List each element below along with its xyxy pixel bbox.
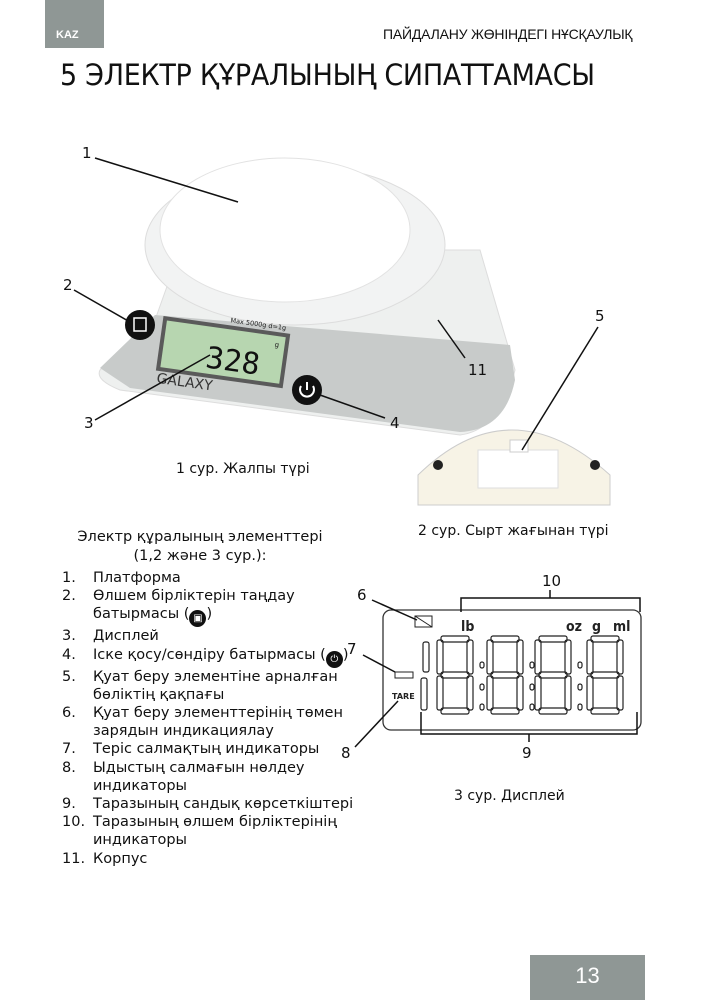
callout-2: 2 — [63, 276, 73, 294]
item-number: 5. — [62, 668, 76, 685]
unit-oz: oz — [566, 619, 582, 635]
heading-line-1: Электр құралының элементтері — [77, 529, 323, 545]
item-number: 10. — [62, 814, 86, 831]
list-item: 1. Платформа — [62, 569, 362, 587]
item-text: Қуат беру элементіне арналған бөліктің қ… — [93, 668, 362, 704]
list-item: 3. Дисплей — [62, 627, 362, 645]
display-diagram: TARE lb oz g ml 10 6 7 8 9 — [341, 572, 642, 762]
list-item: 8. Ыдыстың салмағын нөлдеу индикаторы — [62, 759, 362, 795]
item-text: Таразының сандық көрсеткіштері — [93, 795, 353, 813]
item-text: Дисплей — [93, 627, 159, 645]
callout-3: 3 — [84, 414, 94, 432]
list-item: 6. Қуат беру элементтерінің төмен зарядын… — [62, 704, 362, 740]
callout-1: 1 — [82, 144, 92, 162]
item-suffix: ) — [206, 606, 213, 623]
item-label: Қуат беру элементтерінің төмен зарядын и… — [93, 705, 343, 740]
callout-8: 8 — [341, 744, 351, 762]
item-suffix: ) — [342, 646, 349, 663]
battery-cover — [477, 449, 559, 489]
item-text: Платформа — [93, 569, 181, 587]
unit-lb: lb — [461, 619, 474, 635]
item-number: 9. — [62, 796, 76, 813]
item-number: 3. — [62, 628, 76, 645]
item-label: Корпус — [93, 850, 148, 867]
item-label: Ыдыстың салмағын нөлдеу индикаторы — [93, 759, 305, 794]
tare-indicator: TARE — [392, 692, 415, 701]
item-number: 11. — [62, 850, 86, 867]
figure3-caption: 3 сур. Дисплей — [454, 788, 565, 804]
item-text: Қуат беру элементтерінің төмен зарядын и… — [93, 704, 362, 740]
list-item: 2. Өлшем бірліктерін таңдау батырмасы (▣) — [62, 587, 362, 628]
item-number: 7. — [62, 741, 76, 758]
callout-6: 6 — [357, 586, 367, 604]
list-item: 5. Қуат беру элементіне арналған бөліктің… — [62, 668, 362, 704]
callout-9: 9 — [522, 744, 532, 762]
language-tab: KAZ — [45, 0, 104, 48]
list-item: 7. Теріс салмақтың индикаторы — [62, 740, 362, 758]
scale-back-illustration: 5 — [417, 307, 611, 506]
item-label: Теріс салмақтың индикаторы — [93, 741, 320, 758]
callout-11: 11 — [468, 361, 487, 379]
item-number: 8. — [62, 759, 76, 776]
callout-5: 5 — [595, 307, 605, 325]
list-item: 4. Іске қосу/сөндіру батырмасы (⏻) — [62, 646, 362, 668]
unit-ml: ml — [613, 619, 630, 635]
figure2-caption: 2 сур. Сырт жағынан түрі — [418, 523, 609, 539]
list-item: 10. Таразының өлшем бірліктерінің индикат… — [62, 813, 362, 849]
item-label: Қуат беру элементіне арналған бөліктің қ… — [93, 668, 338, 703]
list-item: 9. Таразының сандық көрсеткіштері — [62, 795, 362, 813]
item-label: Таразының сандық көрсеткіштері — [93, 796, 354, 813]
item-text: Іске қосу/сөндіру батырмасы (⏻) — [93, 646, 349, 668]
callout-7: 7 — [347, 640, 357, 658]
negative-indicator — [394, 671, 414, 679]
power-button-icon: ⏻ — [325, 650, 343, 668]
item-number: 6. — [62, 705, 76, 722]
item-text: Теріс салмақтың индикаторы — [93, 740, 319, 758]
item-number: 1. — [62, 570, 76, 586]
lcd-value: 328 — [203, 340, 262, 382]
item-text: Таразының өлшем бірліктерінің индикаторы — [93, 813, 362, 849]
item-label: Таразының өлшем бірліктерінің индикаторы — [93, 814, 337, 849]
page-number: 13 — [530, 955, 645, 1000]
item-text: Өлшем бірліктерін таңдау батырмасы (▣) — [93, 587, 362, 628]
item-text: Ыдыстың салмағын нөлдеу индикаторы — [93, 759, 362, 795]
elements-heading: Электр құралының элементтері (1,2 және 3… — [55, 528, 345, 566]
lcd-unit: g — [274, 341, 280, 350]
document-title: ПАЙДАЛАНУ ЖӨНІНДЕГІ НҰСҚАУЛЫҚ — [383, 26, 633, 42]
item-label: Платформа — [93, 570, 181, 586]
item-number: 4. — [62, 646, 76, 663]
callout-4: 4 — [390, 414, 400, 432]
unit-button-icon — [125, 310, 155, 340]
scale-illustration: 328 g Max 5000g d=1g GALAXY 1 2 3 4 11 — [63, 144, 516, 436]
figure1-caption: 1 сур. Жалпы түрі — [176, 461, 310, 477]
item-label: Өлшем бірліктерін таңдау батырмасы ( — [93, 588, 295, 623]
heading-line-2: (1,2 және 3 сур.): — [133, 548, 267, 564]
item-number: 2. — [62, 588, 76, 605]
unit-button-icon: ▣ — [189, 610, 207, 628]
item-label: Іске қосу/сөндіру батырмасы ( — [93, 646, 326, 663]
section-title: 5 ЭЛЕКТР ҚҰРАЛЫНЫҢ СИПАТТАМАСЫ — [60, 58, 595, 92]
unit-g: g — [592, 619, 601, 635]
battery-low-icon — [414, 615, 433, 628]
elements-list: 1. Платформа 2. Өлшем бірліктерін таңдау ба… — [62, 569, 362, 868]
callout-10: 10 — [542, 572, 561, 590]
item-label: Дисплей — [93, 628, 159, 645]
item-text: Корпус — [93, 850, 147, 868]
list-item: 11. Корпус — [62, 850, 362, 868]
